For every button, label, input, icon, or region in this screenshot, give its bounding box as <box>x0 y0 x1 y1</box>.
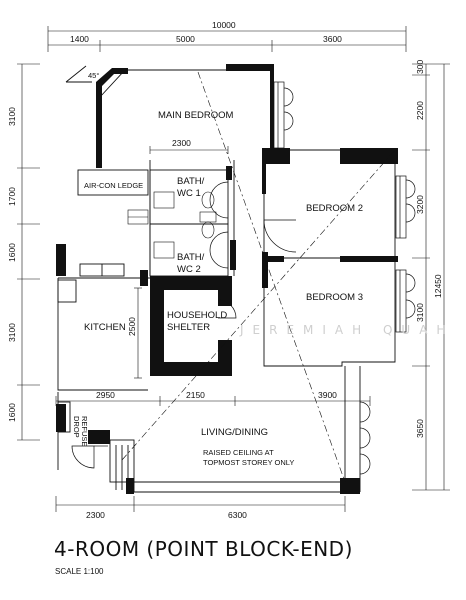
dim-mid-1: 2950 <box>96 390 115 400</box>
plan-scale: SCALE 1:100 <box>55 567 104 576</box>
watermark: JEREMIAH QUAH <box>239 323 454 337</box>
bath-fixtures <box>127 191 217 259</box>
dim-top-total: 10000 <box>212 20 236 30</box>
room-main-bedroom: MAIN BEDROOM <box>158 110 234 121</box>
refuse-label-line1: REFUSE <box>80 416 89 446</box>
room-labels: MAIN BEDROOM AIR-CON LEDGE BATH/ WC 1 BA… <box>72 110 363 467</box>
dim-left-5: 1600 <box>7 403 17 422</box>
dim-right-3: 3200 <box>415 195 425 214</box>
dim-left-2: 1700 <box>7 187 17 206</box>
room-aircon-ledge: AIR-CON LEDGE <box>84 181 143 190</box>
angle-label: 45° <box>88 71 99 80</box>
room-kitchen: KITCHEN <box>84 322 126 333</box>
dim-mid-2: 2150 <box>186 390 205 400</box>
diagonal-guides <box>121 71 396 483</box>
room-bath1-line1: BATH/ <box>177 176 205 187</box>
dim-right-1: 300 <box>415 60 425 74</box>
dim-bottom-2: 6300 <box>228 510 247 520</box>
room-household-line1: HOUSEHOLD <box>167 310 227 321</box>
dim-bottom-1: 2300 <box>86 510 105 520</box>
dim-left-3: 1600 <box>7 243 17 262</box>
windows <box>273 81 416 475</box>
room-bath2-line1: BATH/ <box>177 252 205 263</box>
room-bath1-line2: WC 1 <box>177 188 201 199</box>
room-bath2-line2: WC 2 <box>177 264 201 275</box>
dim-left-4: 3100 <box>7 323 17 342</box>
dim-top-3: 3600 <box>323 34 342 44</box>
plan-title: 4-ROOM (POINT BLOCK-END) <box>54 537 353 561</box>
dim-right-5: 3650 <box>415 419 425 438</box>
ceiling-note-line1: RAISED CEILING AT <box>203 448 274 457</box>
dim-left-1: 3100 <box>7 107 17 126</box>
dim-kitchen-depth: 2500 <box>127 317 137 336</box>
dim-top-2: 5000 <box>176 34 195 44</box>
dim-mid-3: 3900 <box>318 390 337 400</box>
dim-right-total: 12450 <box>433 274 443 298</box>
dim-top-1: 1400 <box>70 34 89 44</box>
doors <box>71 181 297 469</box>
refuse-label-line2: DROP <box>72 416 81 438</box>
structural-walls <box>56 64 398 494</box>
ceiling-note-line2: TOPMOST STOREY ONLY <box>203 458 294 467</box>
dim-bath-width: 2300 <box>172 138 191 148</box>
dimension-labels: 10000 1400 5000 3600 3100 1700 1600 3100… <box>7 20 443 520</box>
room-bedroom-3: BEDROOM 3 <box>306 292 363 303</box>
dim-right-2: 2200 <box>415 101 425 120</box>
room-bedroom-2: BEDROOM 2 <box>306 203 363 214</box>
room-household-line2: SHELTER <box>167 322 210 333</box>
dim-right-4: 3100 <box>415 303 425 322</box>
room-living-dining: LIVING/DINING <box>201 427 268 438</box>
